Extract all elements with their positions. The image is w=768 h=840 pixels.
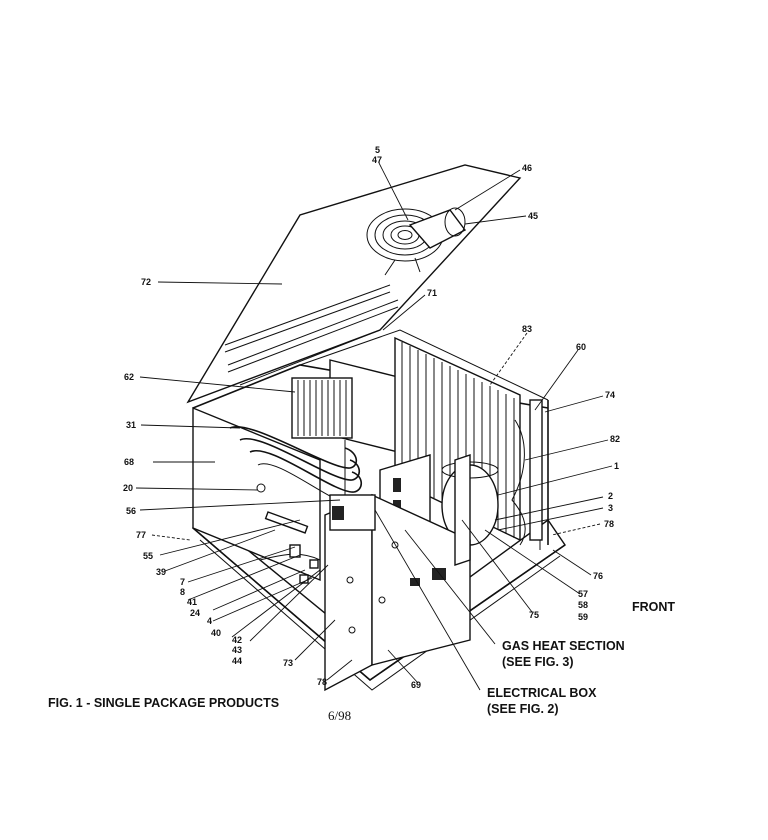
callout-7: 7 [180, 577, 185, 587]
callout-76: 76 [593, 571, 603, 581]
callout-57: 57 [578, 589, 588, 599]
callout-4: 4 [207, 616, 212, 626]
callout-68: 68 [124, 457, 134, 467]
callout-44: 44 [232, 656, 242, 666]
callout-56: 56 [126, 506, 136, 516]
callout-75: 75 [529, 610, 539, 620]
callout-8: 8 [180, 587, 185, 597]
electrical-note-line1: ELECTRICAL BOX [487, 686, 597, 700]
callout-20: 20 [123, 483, 133, 493]
callout-47: 47 [372, 155, 382, 165]
callout-45: 45 [528, 211, 538, 221]
callout-78-bottom: 78 [317, 677, 327, 687]
callout-60: 60 [576, 342, 586, 352]
callout-69: 69 [411, 680, 421, 690]
callout-77: 77 [136, 530, 146, 540]
gas-heat-note-line2: (SEE FIG. 3) [502, 655, 574, 669]
callout-59: 59 [578, 612, 588, 622]
callout-24: 24 [190, 608, 200, 618]
callout-73: 73 [283, 658, 293, 668]
figure-date: 6/98 [328, 708, 351, 723]
callout-40: 40 [211, 628, 221, 638]
callout-39: 39 [156, 567, 166, 577]
callout-2: 2 [608, 491, 613, 501]
callout-3: 3 [608, 503, 613, 513]
callout-58: 58 [578, 600, 588, 610]
callout-55: 55 [143, 551, 153, 561]
front-panels [324, 454, 471, 692]
callout-78-right: 78 [604, 519, 614, 529]
gas-heat-note-line1: GAS HEAT SECTION [502, 639, 625, 653]
callout-71: 71 [427, 288, 437, 298]
front-label: FRONT [632, 600, 675, 614]
callout-46: 46 [522, 163, 532, 173]
figure-caption: FIG. 1 - SINGLE PACKAGE PRODUCTS [48, 696, 279, 710]
callout-43: 43 [232, 645, 242, 655]
callout-82: 82 [610, 434, 620, 444]
evaporator-coil [291, 377, 353, 439]
callout-62: 62 [124, 372, 134, 382]
callout-41: 41 [187, 597, 197, 607]
callout-72: 72 [141, 277, 151, 287]
callout-74: 74 [605, 390, 615, 400]
electrical-note-line2: (SEE FIG. 2) [487, 702, 559, 716]
callout-numbers: 5 47 46 45 72 71 83 60 62 74 31 82 68 1 … [123, 145, 620, 690]
leader-lines [135, 162, 613, 691]
callout-42: 42 [232, 635, 242, 645]
callout-83: 83 [522, 324, 532, 334]
small-parts [256, 483, 446, 586]
callout-31: 31 [126, 420, 136, 430]
callout-5: 5 [375, 145, 380, 155]
callout-1: 1 [614, 461, 619, 471]
